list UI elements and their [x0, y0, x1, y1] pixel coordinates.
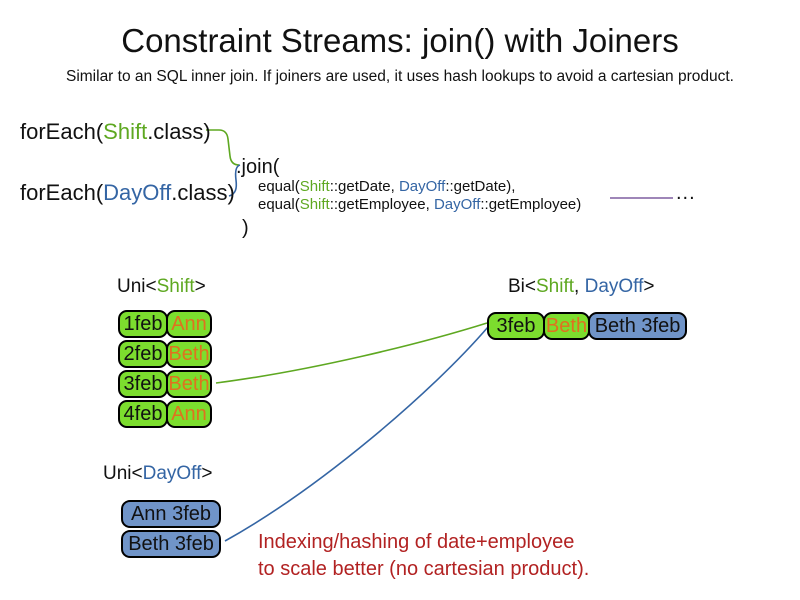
shift-employee-cell: Ann: [166, 400, 212, 428]
shift-row-1feb-ann: 1feb Ann: [118, 310, 212, 338]
bi-shift-employee-cell: Beth: [543, 312, 590, 340]
label-text: >: [643, 276, 655, 297]
shift-employee-cell: Ann: [166, 310, 212, 338]
dayoff-class-token: DayOff: [433, 196, 481, 213]
bi-result-label: Bi<Shift, DayOff>: [508, 276, 654, 298]
dayoff-class-token: DayOff: [398, 178, 446, 195]
brace-top-green-connector: [206, 129, 240, 166]
slide-title: Constraint Streams: join() with Joiners: [121, 22, 679, 59]
code-text: forEach(: [20, 180, 104, 205]
code-text: equal(: [258, 196, 300, 213]
code-joiner-employee: equal(Shift::getEmployee, DayOff::getEmp…: [258, 196, 581, 213]
bi-result-row: 3feb Beth Beth 3feb: [487, 312, 687, 340]
note-line-2: to scale better (no cartesian product).: [258, 558, 590, 580]
code-text: forEach(: [20, 119, 104, 144]
dayoff-class-token: DayOff: [103, 180, 172, 205]
shift-class-token: Shift: [156, 276, 195, 297]
label-text: Uni<: [103, 463, 143, 484]
dayoff-row-to-bi-connector: [224, 326, 489, 542]
more-joiners-ellipsis: ...: [676, 182, 696, 204]
code-text: .class): [171, 180, 235, 205]
uni-shift-table: 1feb Ann 2feb Beth 3feb Beth 4feb Ann: [118, 310, 212, 430]
code-text: .class): [147, 119, 211, 144]
dayoff-row-beth-3feb: Beth 3feb: [121, 530, 221, 558]
shift-employee-cell: Beth: [166, 370, 212, 398]
label-text: ,: [574, 276, 585, 297]
shift-class-token: Shift: [299, 178, 330, 195]
shift-row-2feb-beth: 2feb Beth: [118, 340, 212, 368]
dayoff-row-ann-3feb: Ann 3feb: [121, 500, 221, 528]
code-join-open: .join(: [236, 156, 280, 178]
code-foreach-shift: forEach(Shift.class): [20, 119, 211, 145]
code-text: ::getDate,: [329, 178, 399, 195]
shift-class-token: Shift: [299, 196, 330, 213]
shift-employee-cell: Beth: [166, 340, 212, 368]
code-join-close: ): [242, 217, 249, 239]
shift-row-3feb-beth: 3feb Beth: [118, 370, 212, 398]
shift-date-cell: 1feb: [118, 310, 168, 338]
dayoff-class-token: DayOff: [142, 463, 202, 484]
shift-class-token: Shift: [103, 119, 148, 144]
code-foreach-dayoff: forEach(DayOff.class): [20, 180, 235, 206]
uni-dayoff-table: Ann 3feb Beth 3feb: [121, 500, 221, 560]
indexing-note: Indexing/hashing of date+employee to sca…: [258, 529, 589, 583]
uni-dayoff-label: Uni<DayOff>: [103, 463, 213, 485]
code-text: ::getEmployee,: [329, 196, 434, 213]
slide-subtitle: Similar to an SQL inner join. If joiners…: [65, 68, 734, 85]
bi-dayoff-cell: Beth 3feb: [588, 312, 687, 340]
label-text: Bi<: [508, 276, 536, 297]
uni-shift-label: Uni<Shift>: [117, 276, 206, 298]
label-text: Uni<: [117, 276, 157, 297]
note-line-1: Indexing/hashing of date+employee: [258, 531, 575, 553]
code-text: equal(: [258, 178, 300, 195]
shift-row-to-bi-connector: [215, 322, 488, 384]
code-text: ::getDate),: [445, 178, 516, 195]
code-text: ::getEmployee): [480, 196, 582, 213]
shift-class-token: Shift: [536, 276, 575, 297]
bi-shift-date-cell: 3feb: [487, 312, 545, 340]
label-text: >: [194, 276, 206, 297]
code-joiner-date: equal(Shift::getDate, DayOff::getDate),: [258, 178, 515, 195]
label-text: >: [201, 463, 213, 484]
dayoff-class-token: DayOff: [584, 276, 644, 297]
shift-date-cell: 3feb: [118, 370, 168, 398]
shift-date-cell: 2feb: [118, 340, 168, 368]
shift-row-4feb-ann: 4feb Ann: [118, 400, 212, 428]
shift-date-cell: 4feb: [118, 400, 168, 428]
